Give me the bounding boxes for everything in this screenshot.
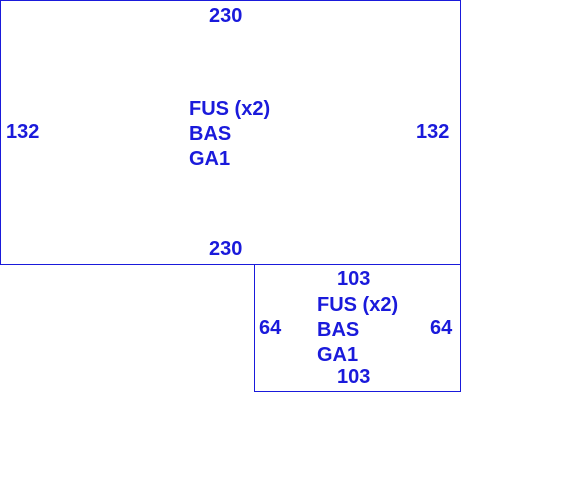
panel-large-label-fus: FUS (x2)	[189, 98, 271, 120]
panel-small-bottom-dimension: 103	[337, 366, 371, 388]
panel-large-label-ga1: GA1	[189, 148, 231, 170]
panel-small-top-dimension: 103	[337, 268, 371, 290]
panel-small-label-ga1: GA1	[317, 344, 359, 366]
panel-large-bottom-dimension: 230	[209, 238, 243, 260]
panel-small-right-dimension: 64	[430, 317, 453, 339]
panel-small-label-bas: BAS	[317, 319, 360, 341]
panel-large-outline	[0, 0, 461, 265]
panel-large-label-bas: BAS	[189, 123, 232, 145]
panel-large-left-dimension: 132	[6, 121, 40, 143]
panel-large-top-dimension: 230	[209, 5, 243, 27]
panel-small-outline	[254, 264, 461, 392]
panel-small-labels: FUS (x2) BAS GA1	[317, 293, 398, 368]
panel-large-labels: FUS (x2) BAS GA1	[189, 97, 270, 172]
panel-large-right-dimension: 132	[416, 121, 450, 143]
panel-small-left-dimension: 64	[259, 317, 282, 339]
panel-small-label-fus: FUS (x2)	[317, 294, 399, 316]
